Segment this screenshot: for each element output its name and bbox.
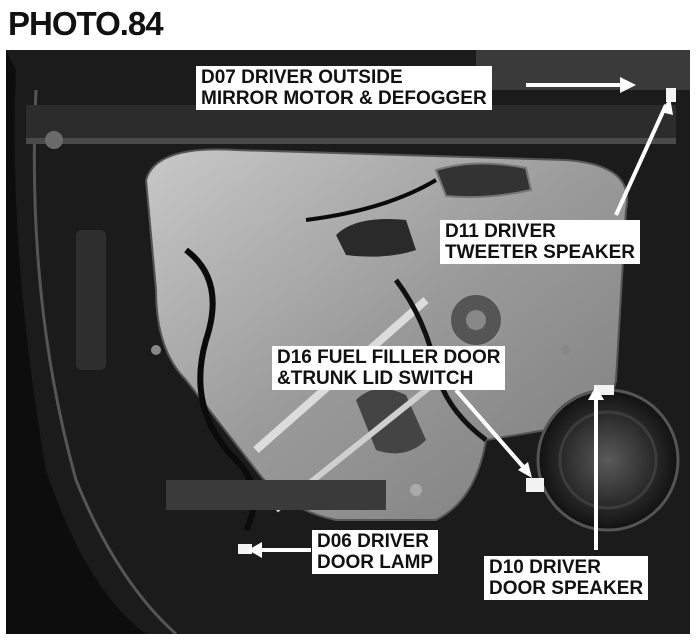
door-edge-highlight	[32, 89, 178, 634]
leader-d16	[454, 388, 528, 472]
connector-d06	[238, 544, 252, 554]
bolt	[410, 484, 422, 496]
motor-hub	[466, 310, 486, 330]
callout-line: D11 DRIVER	[445, 221, 556, 242]
callout-d07-mirror-motor: D07 DRIVER OUTSIDE MIRROR MOTOR & DEFOGG…	[196, 66, 492, 110]
panel-cutout	[336, 219, 416, 257]
callout-d16-fuel-filler-switch: D16 FUEL FILLER DOOR &TRUNK LID SWITCH	[272, 346, 506, 390]
arrowhead	[248, 542, 262, 558]
callout-d11-tweeter: D11 DRIVER TWEETER SPEAKER	[440, 220, 641, 264]
lower-frame	[166, 480, 386, 510]
callout-line: D06 DRIVER	[317, 531, 429, 552]
callout-line: &TRUNK LID SWITCH	[277, 368, 474, 389]
callout-line: D07 DRIVER OUTSIDE	[201, 67, 403, 88]
callout-line: DOOR LAMP	[317, 552, 434, 573]
top-rail	[26, 105, 676, 143]
leader-d11	[614, 104, 668, 216]
top-rail-edge	[26, 138, 676, 144]
arrowhead	[588, 386, 604, 400]
arrowhead	[518, 462, 532, 478]
connector-d11	[666, 88, 676, 102]
bolt	[45, 131, 63, 149]
door-rib	[76, 230, 106, 370]
arrow-heads	[248, 77, 673, 558]
arrowhead	[661, 97, 673, 115]
wiring-harness	[305, 178, 438, 222]
bolt	[151, 345, 161, 355]
door-edge	[6, 50, 146, 634]
callout-d10-door-speaker: D10 DRIVER DOOR SPEAKER	[484, 556, 649, 600]
arrowhead	[620, 77, 636, 93]
connector-d10	[594, 385, 614, 395]
callout-line: DOOR SPEAKER	[489, 578, 644, 599]
door-photo-illustration	[6, 50, 690, 634]
callout-d06-door-lamp: D06 DRIVER DOOR LAMP	[312, 530, 439, 574]
leader-lines	[256, 83, 668, 552]
door-interior-photo	[6, 50, 690, 634]
bolt	[561, 345, 571, 355]
speaker-cone	[558, 410, 658, 510]
callout-line: MIRROR MOTOR & DEFOGGER	[201, 88, 487, 109]
photo-title: PHOTO.84	[8, 5, 164, 42]
callout-line: D16 FUEL FILLER DOOR	[277, 347, 501, 368]
inner-door-handle	[434, 162, 533, 199]
callout-line: TWEETER SPEAKER	[445, 242, 636, 263]
callout-line: D10 DRIVER	[489, 557, 601, 578]
connector-d16	[526, 478, 544, 492]
